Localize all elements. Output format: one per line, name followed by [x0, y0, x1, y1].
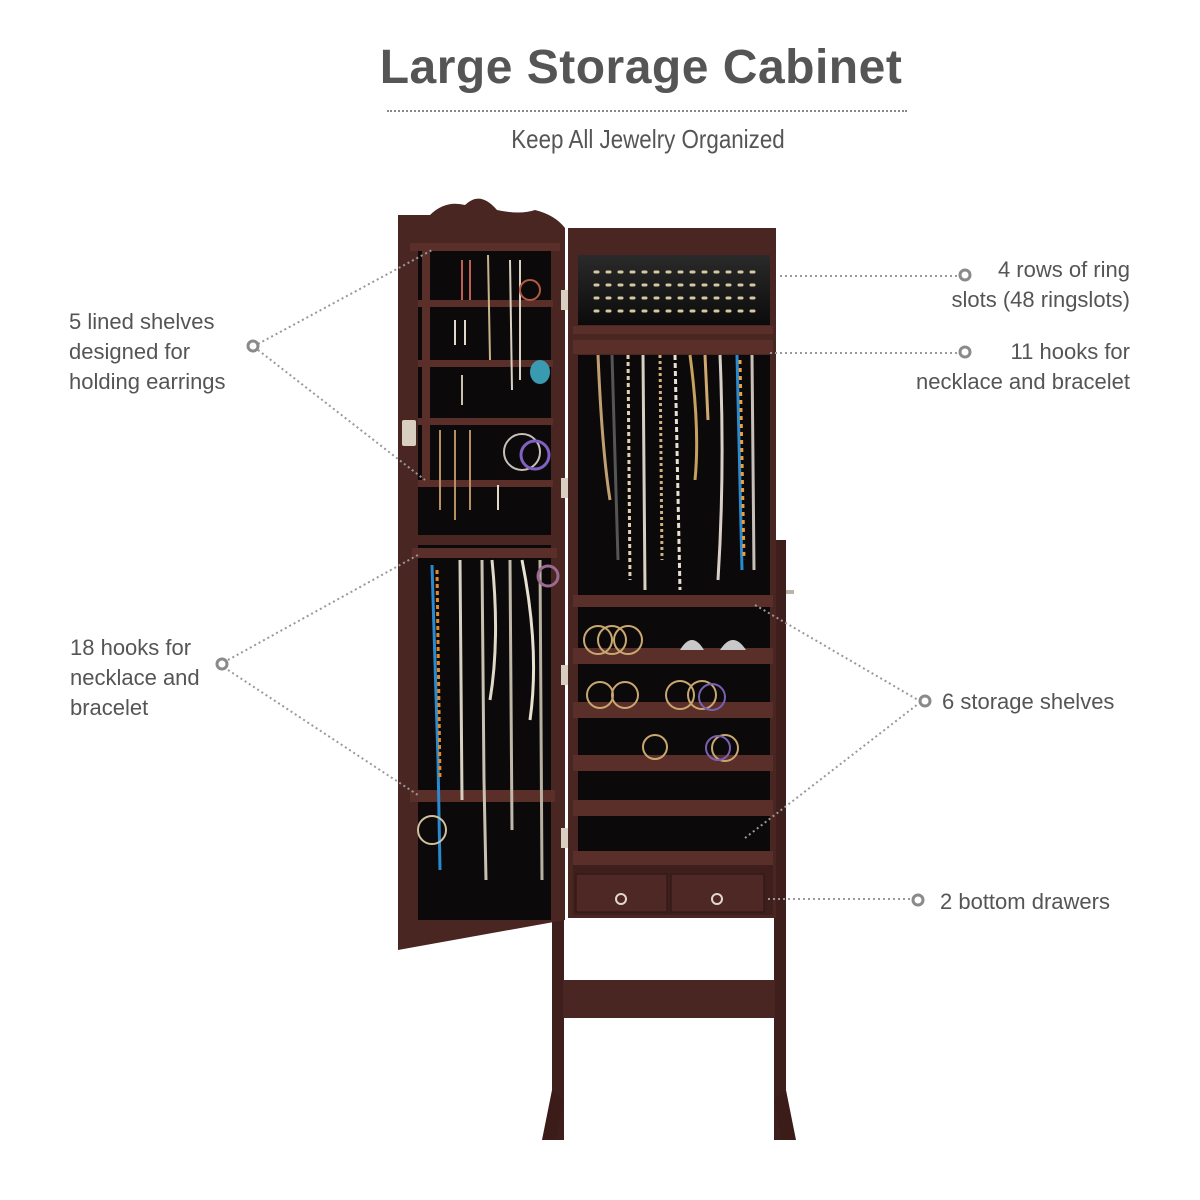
cabinet-body [568, 228, 776, 918]
callout-dot-icon [246, 339, 260, 353]
bottom-drawers [573, 865, 773, 915]
callout-line: 4 rows of ring [997, 257, 1130, 282]
callout-dot-icon [911, 893, 925, 907]
door-hinges [561, 290, 571, 848]
callout-line: 18 hooks for [70, 635, 192, 660]
callout-dot-icons [215, 268, 972, 907]
callout-line: bracelet [70, 695, 149, 720]
callout-line: 5 lined shelves [69, 309, 215, 334]
cabinet-stand [542, 540, 796, 1140]
callout-dot-icon [215, 657, 229, 671]
callout-door-hooks: 18 hooks for necklace and bracelet [70, 633, 200, 723]
title-divider [387, 110, 907, 112]
callout-line: 11 hooks for [1010, 339, 1130, 364]
page-subtitle: Keep All Jewelry Organized [511, 124, 785, 154]
callout-dot-icon [918, 694, 932, 708]
callout-line: 2 bottom drawers [940, 889, 1110, 914]
callout-dot-icon [958, 268, 972, 282]
storage-shelves [573, 595, 773, 865]
callout-earring-shelves: 5 lined shelves designed for holding ear… [69, 307, 226, 397]
callout-drawers: 2 bottom drawers [940, 887, 1110, 917]
callout-cabinet-hooks: 11 hooks for necklace and bracelet [916, 337, 1130, 397]
callout-line: holding earrings [69, 369, 226, 394]
callout-storage-shelves: 6 storage shelves [942, 687, 1114, 717]
callout-line: 6 storage shelves [942, 689, 1115, 714]
callout-line: necklace and [70, 665, 200, 690]
page-title: Large Storage Cabinet [379, 41, 903, 94]
callout-leader-lines [227, 249, 958, 900]
callout-line: designed for [69, 339, 191, 364]
callout-line: slots (48 ringslots) [951, 287, 1130, 312]
callout-ring-slots: 4 rows of ring slots (48 ringslots) [951, 255, 1130, 315]
callout-line: necklace and bracelet [915, 369, 1130, 394]
callout-dot-icon [958, 345, 972, 359]
cabinet-door [398, 198, 565, 951]
